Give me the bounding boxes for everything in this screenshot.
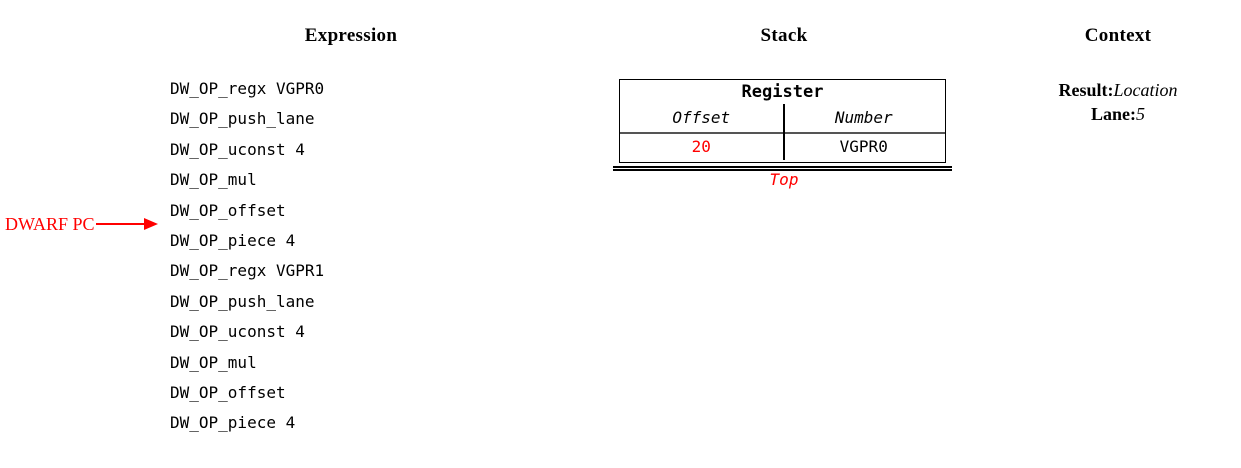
expression-line: DW_OP_uconst 4 — [170, 139, 305, 159]
dwarf-pc-label: DWARF PC — [5, 214, 95, 234]
page-title-context: Context — [1084, 25, 1152, 46]
page-title-expression: Expression — [304, 25, 398, 46]
expression-list: DW_OP_regx VGPR0 DW_OP_push_lane DW_OP_u… — [170, 74, 324, 439]
expression-line: DW_OP_mul — [170, 352, 257, 372]
expression-line: DW_OP_regx VGPR1 — [170, 261, 325, 281]
expression-line: DW_OP_regx VGPR0 — [170, 79, 325, 98]
dwarf-pc-pointer: DWARF PC — [5, 212, 159, 236]
stack-top-label: Top — [769, 170, 799, 189]
context-entry-lane: Lane:5 — [1058, 102, 1177, 126]
expression-line: DW_OP_offset — [170, 200, 286, 220]
table-row: 20 VGPR0 — [620, 132, 945, 162]
stack-bottom-double-rule — [613, 166, 952, 171]
stack-column-header-number: Number — [834, 108, 893, 127]
stack-cell-offset: 20 — [691, 137, 711, 156]
context-value-result: Location — [1113, 80, 1178, 100]
context-block: Result:Location Lane:5 — [1058, 78, 1177, 126]
expression-line: DW_OP_push_lane — [170, 109, 315, 129]
expression-line: DW_OP_push_lane — [170, 291, 315, 311]
stack-column-header-offset: Offset — [672, 108, 731, 127]
page-title-stack: Stack — [760, 25, 808, 46]
context-entry-result: Result:Location — [1058, 78, 1177, 102]
context-key-result: Result: — [1058, 80, 1114, 100]
stack-table-header-row: Offset Number — [620, 104, 945, 132]
expression-line: DW_OP_uconst 4 — [170, 322, 305, 342]
stack-table: Register Offset Number 20 VGPR0 — [619, 79, 946, 163]
expression-line: DW_OP_offset — [170, 382, 286, 402]
stack-column-divider — [783, 104, 785, 160]
stack-table-title: Register — [741, 82, 824, 102]
context-value-lane: 5 — [1135, 104, 1145, 124]
expression-line: DW_OP_piece 4 — [170, 413, 296, 433]
expression-line: DW_OP_mul — [170, 170, 257, 190]
arrow-right-icon — [95, 218, 159, 230]
stack-cell-number: VGPR0 — [839, 137, 888, 156]
expression-line: DW_OP_piece 4 — [170, 230, 296, 250]
context-key-lane: Lane: — [1090, 104, 1136, 124]
